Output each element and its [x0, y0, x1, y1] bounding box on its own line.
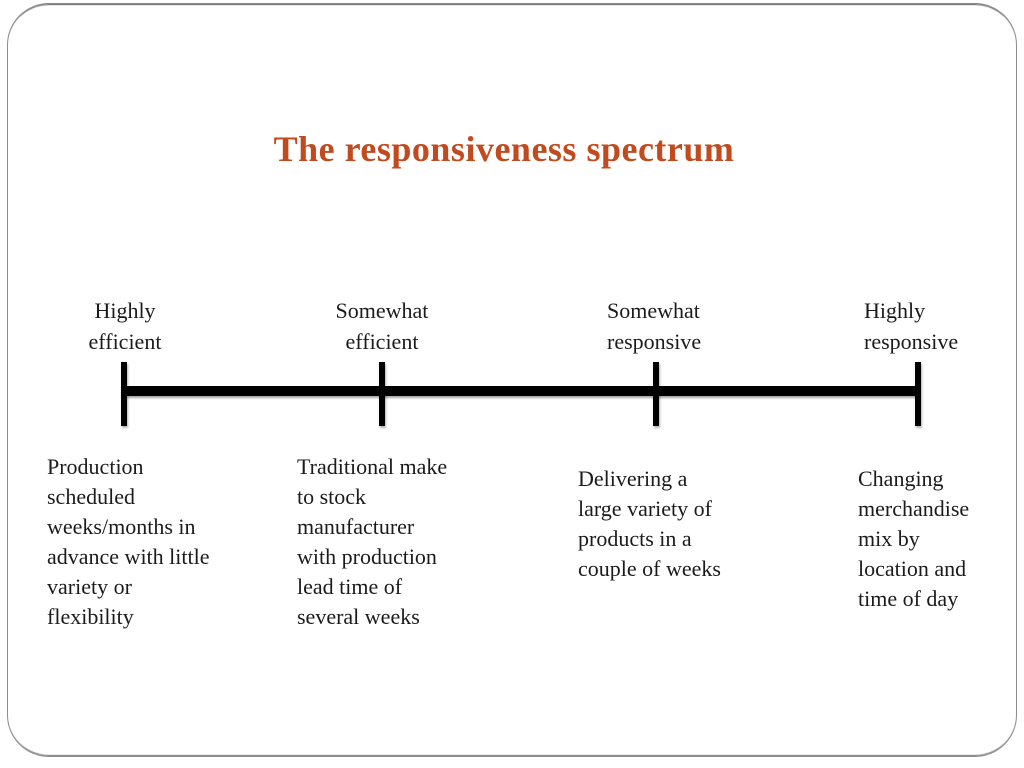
- axis-label-somewhat-responsive: Somewhat responsive: [607, 298, 702, 354]
- slide-title: The responsiveness spectrum: [273, 129, 735, 169]
- slide-frame: [7, 3, 1017, 757]
- tick-mark-somewhat-efficient: [379, 362, 385, 426]
- description-highly-efficient: Production scheduled weeks/months in adv…: [47, 454, 210, 629]
- axis-label-highly-efficient: Highly efficient: [88, 298, 162, 354]
- axis-label-somewhat-efficient: Somewhat efficient: [335, 298, 429, 354]
- description-somewhat-responsive: Delivering a large variety of products i…: [578, 466, 721, 581]
- tick-mark-highly-efficient: [121, 362, 127, 426]
- description-highly-responsive: Changing merchandise mix by location and…: [858, 466, 970, 611]
- axis-label-highly-responsive: Highly responsive: [864, 298, 959, 354]
- tick-mark-somewhat-responsive: [653, 362, 659, 426]
- tick-mark-highly-responsive: [915, 362, 921, 426]
- spectrum-axis-line: [122, 386, 919, 396]
- description-somewhat-efficient: Traditional make to stock manufacturer w…: [297, 454, 448, 629]
